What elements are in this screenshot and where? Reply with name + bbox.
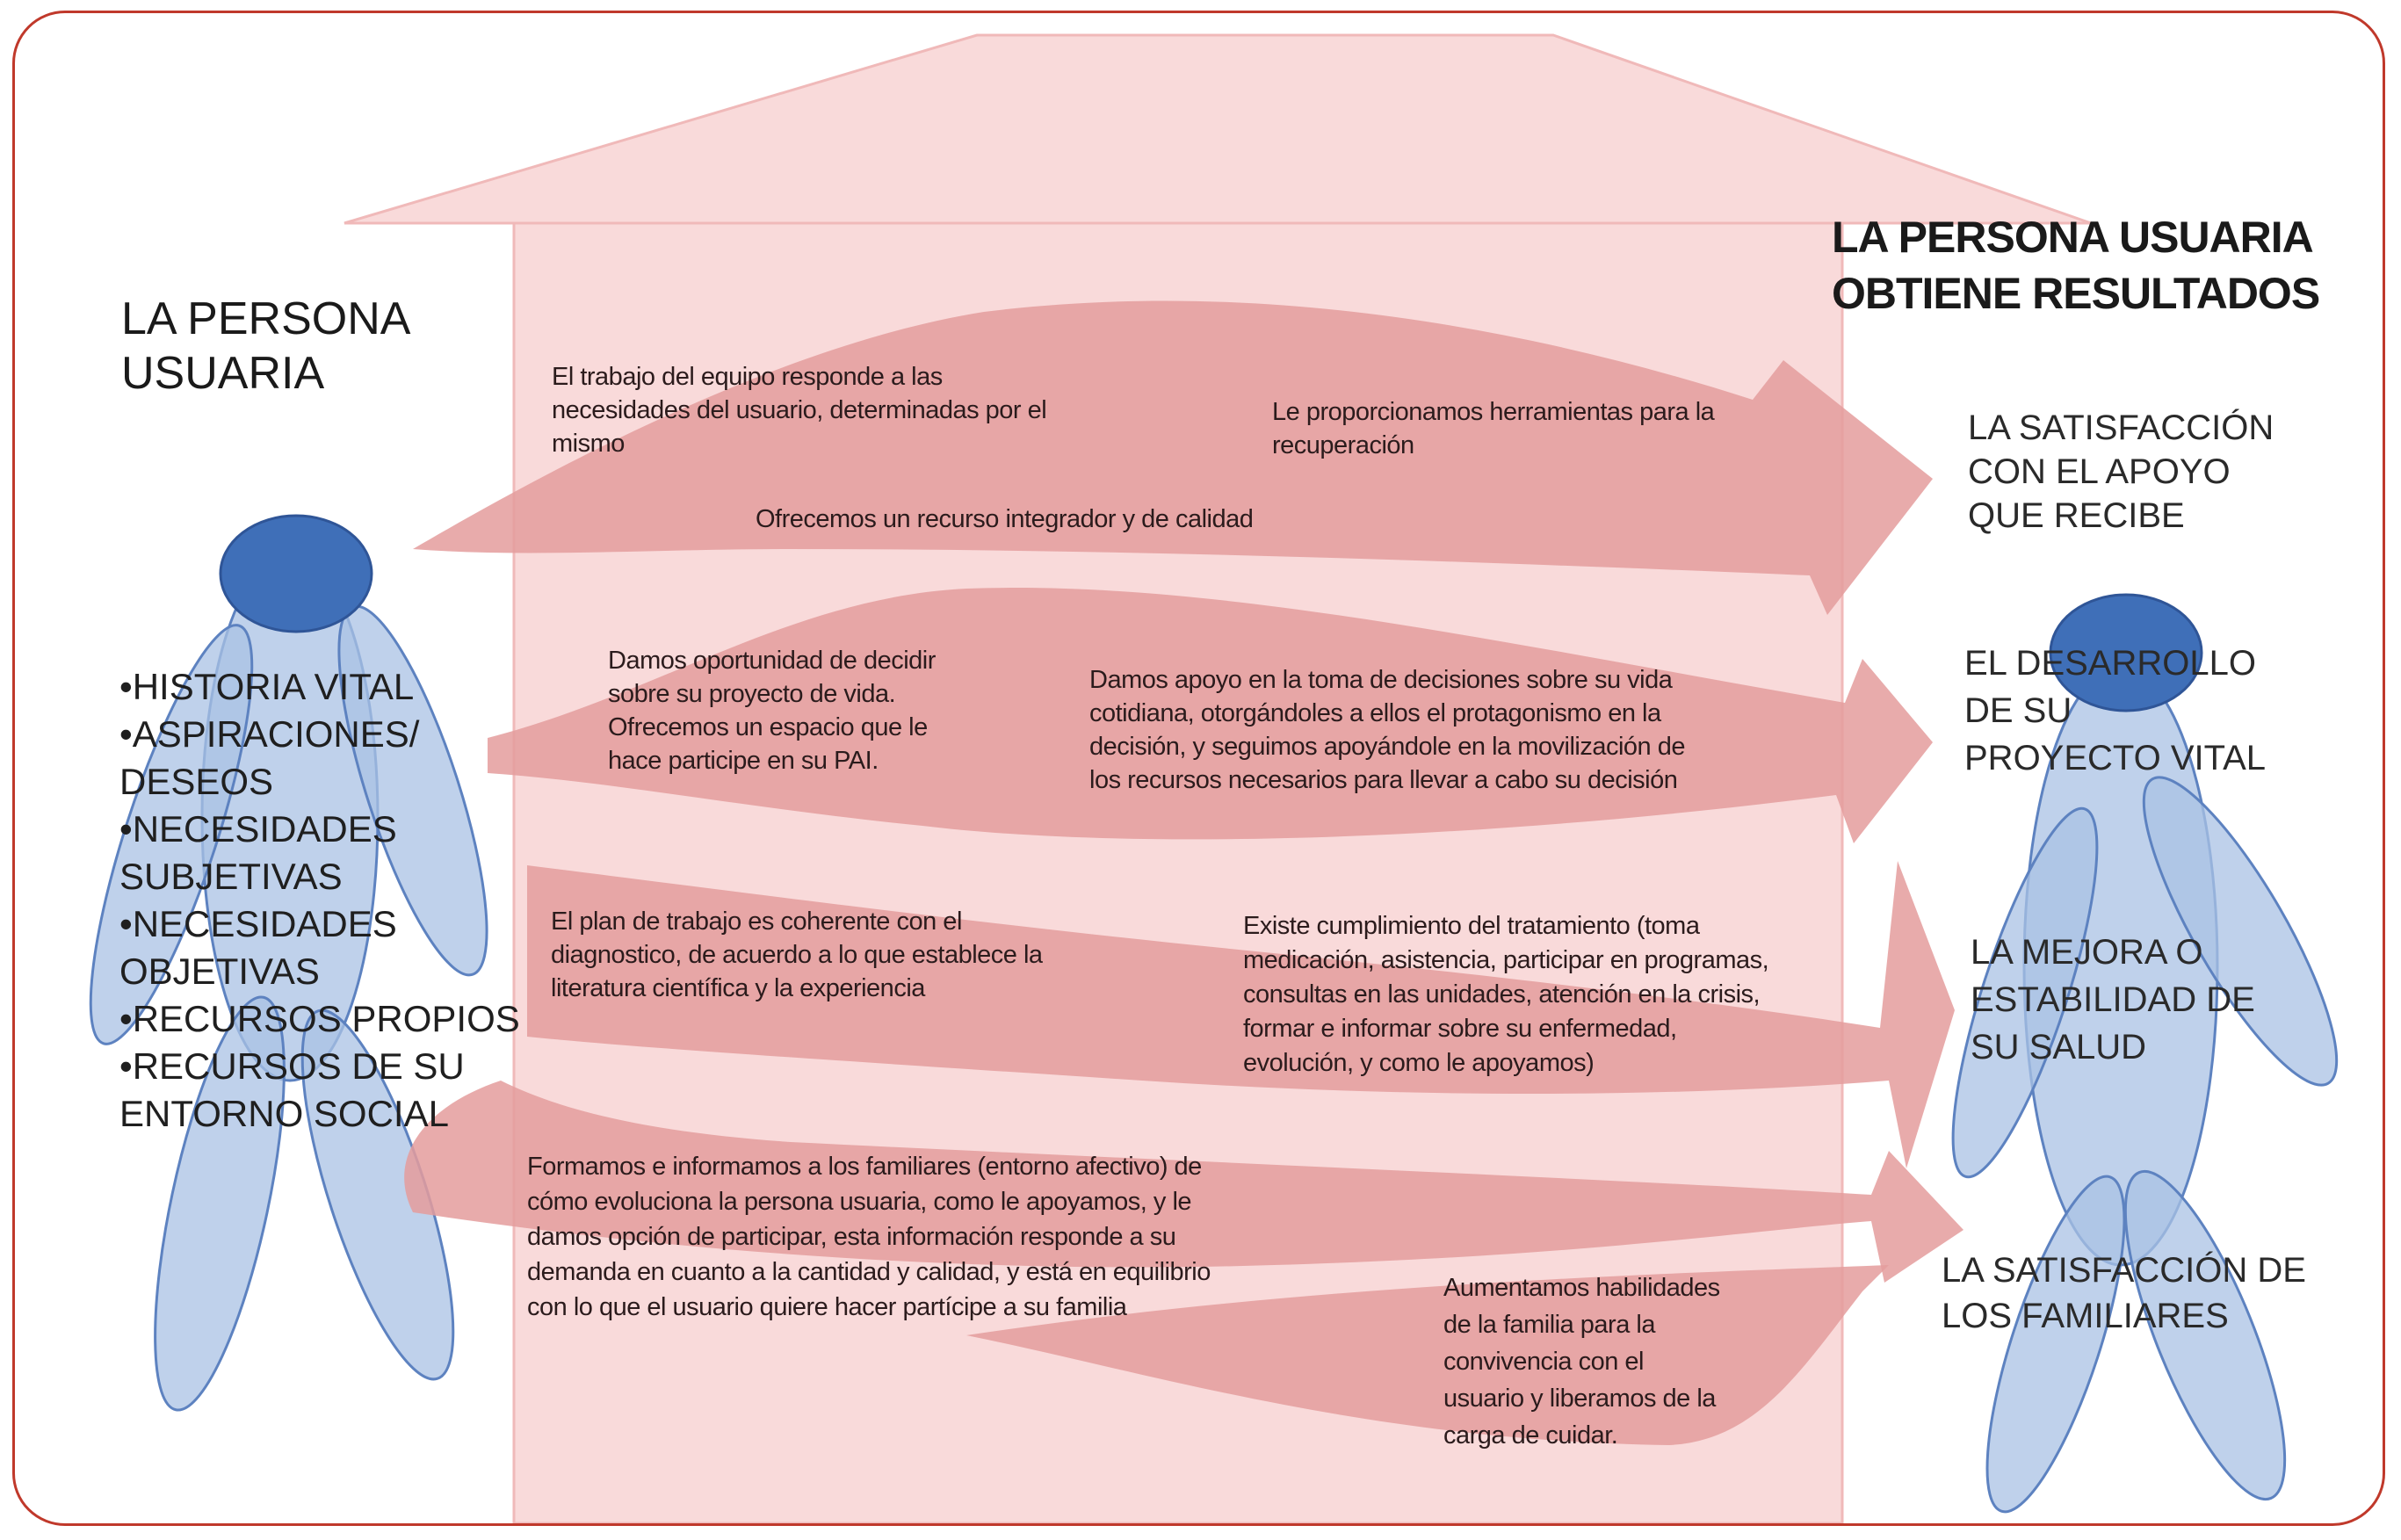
arrow-2-text-left: Damos oportunidad de decidir sobre su pr…: [608, 647, 936, 775]
left-person-arm-left: [89, 624, 254, 1045]
right-person-arm-left: [1951, 806, 2099, 1179]
left-person-items: •HISTORIA VITAL •ASPIRACIONES/ DESEOS •N…: [119, 666, 520, 1134]
arrows: [404, 300, 1963, 1445]
arrow-1-text-left: El trabajo del equipo responde a las nec…: [552, 363, 1047, 458]
result-satisfaction-support: LA SATISFACCIÓN CON EL APOYO QUE RECIBE: [1968, 408, 2274, 535]
arrow-4: [404, 1081, 1963, 1283]
arrow-1-text-right: Le proporcionamos herramientas para la r…: [1272, 398, 1715, 459]
arrow-3: [527, 861, 1955, 1168]
left-person-leg-left: [154, 995, 286, 1412]
right-person-leg-left: [1985, 1175, 2126, 1514]
arrow-4-text-left: Formamos e informamos a los familiares (…: [527, 1153, 1211, 1321]
result-family-satisfaction: LA SATISFACCIÓN DE LOS FAMILIARES: [1942, 1251, 2306, 1335]
arrow-1-text-bottom: Ofrecemos un recurso integrador y de cal…: [756, 505, 1254, 533]
result-health: LA MEJORA O ESTABILIDAD DE SU SALUD: [1971, 933, 2255, 1066]
left-person-head: [219, 514, 373, 633]
left-person-title: LA PERSONA USUARIA: [121, 293, 411, 399]
arrow-2-text-right: Damos apoyo en la toma de decisiones sob…: [1089, 666, 1685, 794]
arrow-4-lower: [966, 1265, 1889, 1445]
right-person-arm-right: [2142, 776, 2339, 1087]
arrow-3-text-left: El plan de trabajo es coherente con el d…: [551, 907, 1043, 1002]
arrow-3-text-right: Existe cumplimiento del tratamiento (tom…: [1243, 912, 1769, 1077]
arrow-4-text-right: Aumentamos habilidades de la familia par…: [1443, 1274, 1720, 1450]
result-life-project: EL DESARROLLO DE SU PROYECTO VITAL: [1964, 644, 2267, 777]
house-roof: [344, 33, 2092, 225]
arrow-1: [413, 300, 1933, 615]
right-person-head: [2049, 593, 2203, 712]
right-person-figure: [1951, 666, 2339, 1514]
right-person-title: LA PERSONA USUARIA OBTIENE RESULTADOS: [1832, 213, 2320, 318]
arrow-2: [488, 588, 1933, 843]
left-person-figure: [89, 552, 488, 1412]
right-person-leg-right: [2123, 1169, 2287, 1501]
